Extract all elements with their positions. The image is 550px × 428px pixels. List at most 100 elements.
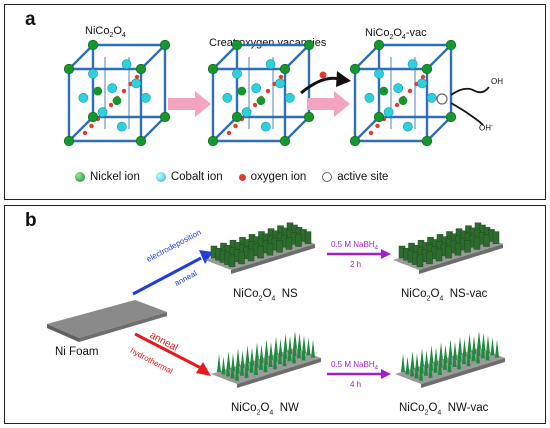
nickel-ion bbox=[231, 39, 243, 51]
oh-curve-top bbox=[450, 86, 490, 96]
nw-vac-plate bbox=[395, 330, 505, 388]
nickel-ion bbox=[135, 63, 147, 75]
nanowire bbox=[240, 357, 244, 376]
cube-edge bbox=[212, 116, 238, 142]
vacancy-arrow bbox=[300, 76, 340, 95]
nanowire bbox=[244, 359, 249, 378]
nanosheet bbox=[247, 248, 255, 262]
cobalt-ion bbox=[260, 121, 271, 132]
crystal-diagram bbox=[63, 39, 490, 147]
panel-b: b Ni Foam electrodeposition anneal annea… bbox=[4, 205, 546, 424]
nanowire bbox=[292, 345, 296, 364]
nickel-ion bbox=[87, 39, 99, 51]
nanowire bbox=[447, 354, 452, 373]
reagent-bottom: 0.5 M NaBH4 bbox=[331, 360, 378, 372]
oxygen-ion bbox=[407, 88, 413, 94]
nanowire bbox=[221, 356, 226, 375]
cobalt-ion bbox=[241, 107, 252, 118]
nickel-ion-icon bbox=[75, 172, 85, 182]
nanowire bbox=[476, 345, 480, 364]
legend-oxygen: oxygen ion bbox=[238, 171, 306, 183]
nanowire bbox=[306, 337, 311, 356]
oxygen-ion bbox=[89, 123, 94, 129]
active-site-icon bbox=[436, 93, 448, 105]
nanowire bbox=[235, 362, 239, 381]
nanosheet bbox=[285, 237, 293, 250]
oxygen-ion-icon bbox=[238, 173, 246, 181]
lower-arrow-head bbox=[196, 362, 211, 376]
nanowire bbox=[401, 354, 405, 372]
nickel-ion bbox=[279, 63, 291, 75]
cobalt-ion bbox=[107, 83, 118, 94]
oxygen-ion bbox=[394, 102, 400, 108]
nickel-ion bbox=[373, 111, 385, 123]
cobalt-ion bbox=[140, 92, 151, 103]
oh-label-top: OH bbox=[491, 77, 503, 86]
panel-a-letter: a bbox=[25, 9, 36, 30]
nickel-ion bbox=[303, 111, 315, 123]
cobalt-ion bbox=[407, 59, 418, 70]
vacancy-arrow-head bbox=[336, 71, 351, 87]
ns-vac-label: NiCo2O4 NS-vac bbox=[401, 288, 488, 303]
cube-edge bbox=[354, 116, 380, 142]
substrate-edge bbox=[421, 358, 505, 388]
nanowire bbox=[452, 349, 457, 367]
ni-foam-edge-front bbox=[79, 312, 167, 342]
ns-plate bbox=[205, 222, 315, 274]
ni-foam-edge bbox=[47, 324, 79, 342]
nanosheet bbox=[238, 251, 245, 265]
nanosheet bbox=[228, 254, 236, 268]
upper-arrow-line bbox=[132, 256, 202, 296]
cube-edge bbox=[140, 116, 166, 142]
cobalt-ion bbox=[383, 107, 394, 118]
time-bottom: 4 h bbox=[350, 380, 362, 389]
upper-arrow-head bbox=[199, 250, 213, 264]
oxygen-ion bbox=[368, 130, 374, 136]
nanowire bbox=[217, 354, 221, 372]
free-oxygen bbox=[319, 71, 327, 79]
cube-edge bbox=[68, 116, 94, 142]
title-nico2o4: NiCo2O4 bbox=[85, 25, 126, 40]
cube-edge bbox=[284, 116, 310, 142]
substrate-edge bbox=[419, 244, 503, 274]
cobalt-ion bbox=[374, 68, 384, 79]
cube-edge bbox=[212, 44, 238, 70]
nanowire bbox=[414, 360, 419, 379]
nanowire bbox=[278, 346, 282, 365]
nickel-ion bbox=[349, 63, 361, 75]
nickel-ion bbox=[445, 39, 457, 51]
ni-foam-plate bbox=[47, 300, 167, 338]
nanowire bbox=[428, 359, 433, 378]
nanowire bbox=[481, 340, 485, 359]
oh-curve-bottom bbox=[450, 102, 484, 126]
nickel-ion bbox=[159, 111, 171, 123]
nanowire bbox=[273, 351, 277, 370]
cobalt-ion bbox=[284, 92, 295, 103]
title-nico2o4-vac: NiCo2O4-vac bbox=[365, 27, 427, 42]
nickel-ion bbox=[159, 39, 171, 51]
cobalt-ion-icon bbox=[155, 172, 166, 182]
synthesis-diagram bbox=[47, 222, 505, 388]
cobalt-ion bbox=[251, 83, 262, 94]
legend-cobalt: Cobalt ion bbox=[155, 171, 223, 183]
nanowire bbox=[311, 339, 315, 358]
nanowire bbox=[424, 357, 428, 376]
oxygen-ion bbox=[265, 88, 271, 94]
nickel-ion bbox=[256, 96, 266, 106]
oxygen-ion bbox=[226, 130, 232, 136]
cube-edge bbox=[68, 44, 94, 70]
cobalt-ion bbox=[402, 121, 413, 132]
nanosheet bbox=[454, 242, 462, 256]
reagent-top: 0.5 M NaBH4 bbox=[331, 240, 378, 252]
nanowire bbox=[230, 360, 235, 379]
ns-label: NiCo2O4 NS bbox=[233, 288, 298, 303]
cobalt-ion bbox=[116, 121, 127, 132]
cobalt-ion bbox=[97, 107, 108, 118]
nickel-ion bbox=[373, 39, 385, 51]
oxygen-ion bbox=[82, 130, 88, 136]
nanowire bbox=[263, 354, 268, 373]
oxygen-ion bbox=[121, 88, 127, 94]
nickel-ion bbox=[231, 111, 243, 123]
nanowire bbox=[433, 354, 438, 373]
nanosheet bbox=[445, 245, 452, 259]
